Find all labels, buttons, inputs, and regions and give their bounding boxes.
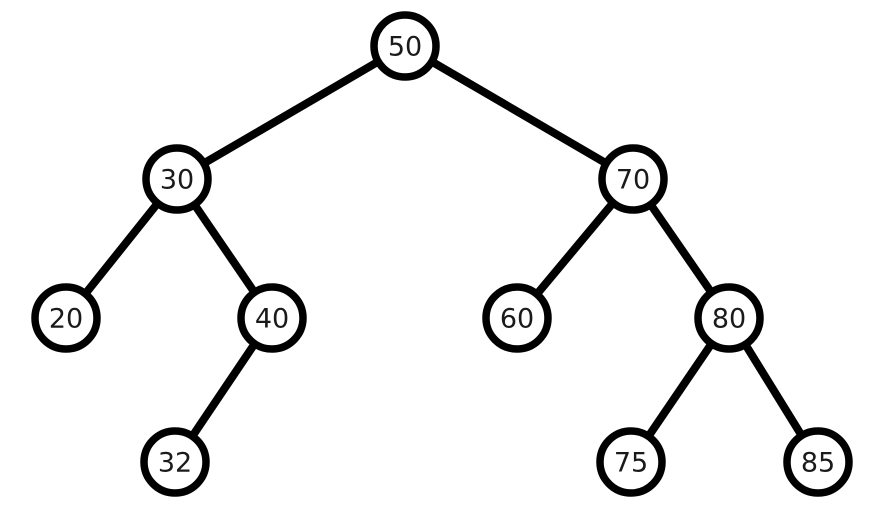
tree-node-32: 32 [140, 427, 210, 497]
tree-node-circle-85 [783, 427, 853, 497]
tree-node-circle-32 [140, 427, 210, 497]
tree-node-20: 20 [31, 283, 101, 353]
tree-node-label-70: 70 [616, 165, 650, 196]
tree-node-label-60: 60 [500, 304, 534, 335]
tree-node-40: 40 [237, 283, 307, 353]
tree-node-label-32: 32 [158, 448, 192, 479]
tree-node-60: 60 [482, 283, 552, 353]
tree-node-85: 85 [783, 427, 853, 497]
tree-node-circle-60 [482, 283, 552, 353]
tree-node-circle-50 [370, 11, 440, 81]
tree-node-label-85: 85 [801, 448, 835, 479]
tree-node-circle-70 [598, 144, 668, 214]
tree-node-label-20: 20 [49, 304, 83, 335]
tree-node-circle-40 [237, 283, 307, 353]
tree-node-circle-20 [31, 283, 101, 353]
tree-node-label-50: 50 [388, 32, 422, 63]
tree-node-label-75: 75 [614, 448, 648, 479]
tree-node-label-30: 30 [160, 165, 194, 196]
tree-node-75: 75 [596, 427, 666, 497]
tree-node-50: 50 [370, 11, 440, 81]
tree-node-circle-75 [596, 427, 666, 497]
tree-node-30: 30 [142, 144, 212, 214]
tree-edge-50-30 [173, 42, 409, 183]
tree-edge-50-70 [401, 42, 637, 183]
tree-node-circle-80 [694, 283, 764, 353]
tree-node-label-40: 40 [255, 304, 289, 335]
tree-node-circle-30 [142, 144, 212, 214]
tree-node-label-80: 80 [712, 304, 746, 335]
tree-node-80: 80 [694, 283, 764, 353]
tree-node-70: 70 [598, 144, 668, 214]
